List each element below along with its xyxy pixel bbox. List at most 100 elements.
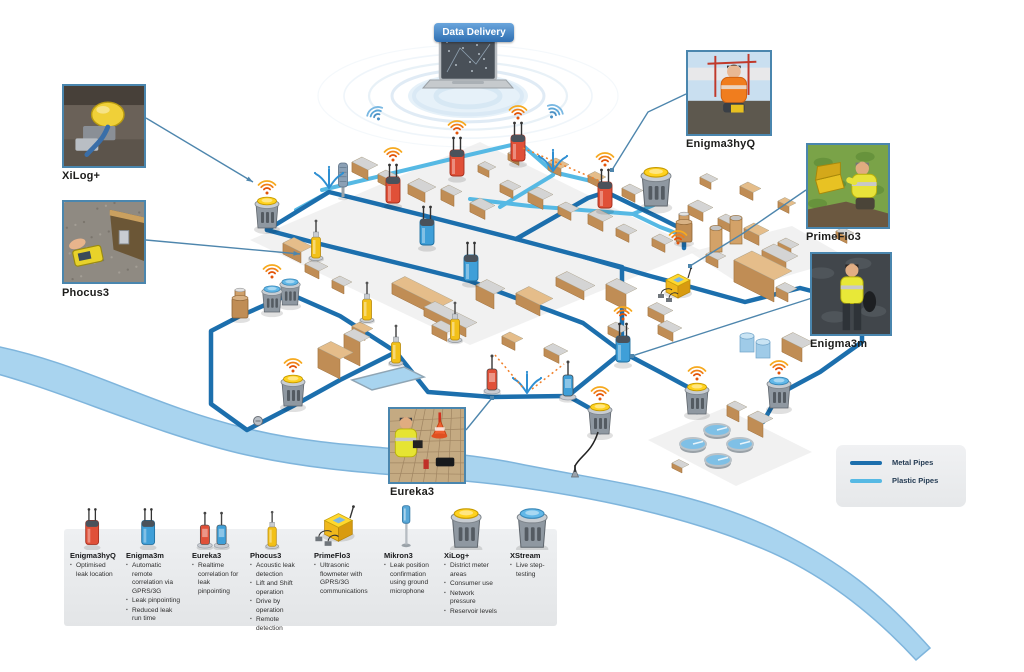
enigma3m-field-photo	[812, 254, 890, 334]
wifi-signal-icon	[262, 264, 282, 279]
photo-label-xilog: XiLog+	[62, 170, 101, 182]
product-feature: Consumer use	[444, 580, 501, 589]
product-feature: Realtime correlation for leak pinpointin…	[192, 562, 241, 596]
primeflo-box-icon	[658, 266, 693, 302]
wifi-signal-icon	[283, 358, 303, 373]
mikron-stick-icon	[401, 505, 411, 548]
product-feature-list: Leak position confirmation using ground …	[384, 562, 435, 596]
pipe-swatch	[850, 478, 882, 483]
product-legend-item-eureka3: Eureka3 Realtime correlation for leak pi…	[186, 511, 244, 597]
product-feature-list: Acoustic leak detectionLift and Shift op…	[250, 562, 305, 634]
leak-spray-icon	[537, 148, 569, 172]
product-legend-item-primeflo3: PrimeFlo3 Ultrasonic flowmeter with GPRS…	[308, 505, 378, 597]
wifi-signal-blue-icon	[366, 106, 384, 121]
product-name: XStream	[510, 551, 541, 560]
enigma-red-icon	[596, 168, 614, 215]
mikron-pole-icon	[338, 162, 348, 201]
xilog-canister-icon	[684, 382, 710, 421]
xilog-canister-icon	[254, 196, 280, 235]
photo-label-eureka3: Eureka3	[390, 486, 435, 498]
product-feature-list: Automatic remote correlation via GPRS/3G…	[126, 562, 183, 624]
phocus-stick-icon	[388, 324, 404, 368]
wifi-signal-icon	[595, 152, 615, 167]
pipes-legend-row: Metal Pipes	[850, 458, 966, 467]
xilog-canister-icon	[280, 374, 306, 413]
enigma-red-icon	[448, 136, 466, 183]
product-legend-item-enigma3m: Enigma3m Automatic remote correlation vi…	[120, 508, 186, 625]
photo-label-phocus3: Phocus3	[62, 287, 110, 299]
product-legend-item-xilog: XiLog+ District meter areasConsumer useN…	[438, 508, 504, 617]
data-delivery-banner: Data Delivery	[434, 23, 514, 42]
photo-connectors	[145, 93, 813, 431]
correlation-dotted-link	[531, 363, 565, 390]
eureka-red-icon	[483, 354, 501, 397]
enigma-blue-icon	[139, 508, 157, 550]
product-feature: Lift and Shift operation	[250, 580, 305, 597]
xilog-field-photo	[64, 86, 144, 166]
eureka-blue-icon	[559, 360, 577, 403]
product-feature: Remote detection	[250, 616, 305, 633]
product-feature-list: District meter areasConsumer useNetwork …	[444, 562, 501, 616]
product-legend-item-xstream: XStream Live step-testing	[504, 508, 554, 580]
wifi-signal-icon	[668, 230, 688, 245]
xstream-canister-icon	[278, 278, 302, 311]
hydrant-icon	[674, 211, 694, 247]
product-feature: Live step-testing	[510, 562, 551, 579]
eureka3-field-photo	[390, 409, 464, 482]
photo-label-enigma3hyq: Enigma3hyQ	[686, 138, 756, 150]
phocus-stick-icon	[359, 281, 375, 325]
product-feature: Acoustic leak detection	[250, 562, 305, 579]
product-name: Mikron3	[384, 551, 413, 560]
product-legend-item-enigma3hyq: Enigma3hyQ Optimised leak location	[64, 508, 120, 580]
product-feature: Optimised leak location	[70, 562, 117, 579]
xilog-canister-icon	[449, 508, 483, 550]
data-delivery-hub	[317, 34, 619, 148]
wifi-signal-icon	[613, 306, 633, 321]
wifi-signal-icon	[687, 366, 707, 381]
product-legend-item-mikron3: Mikron3 Leak position confirmation using…	[378, 505, 438, 597]
xilog-canister-icon	[639, 166, 673, 214]
river	[0, 346, 932, 662]
phocus-stick-icon	[447, 301, 463, 345]
product-feature-list: Live step-testing	[510, 562, 551, 579]
enigma-red-icon	[384, 163, 402, 210]
xstream-canister-icon	[515, 508, 549, 550]
product-feature: Network pressure	[444, 590, 501, 607]
data-delivery-label: Data Delivery	[442, 27, 506, 38]
xilog-canister-icon	[587, 402, 613, 441]
phocus-stick-icon	[264, 510, 280, 550]
product-feature-list: Optimised leak location	[70, 562, 117, 579]
intake-channel	[349, 366, 427, 391]
wifi-signal-icon	[257, 180, 277, 195]
wifi-signal-icon	[508, 105, 528, 120]
pipe-swatch	[850, 460, 882, 465]
wifi-signal-icon	[769, 360, 789, 375]
wifi-signal-icon	[447, 120, 467, 135]
correlation-dotted-link	[522, 147, 601, 182]
xstream-canister-icon	[260, 285, 284, 318]
product-name: PrimeFlo3	[314, 551, 351, 560]
enigma-blue-icon	[462, 241, 480, 288]
primeflo3-field-photo	[808, 145, 888, 227]
phocus3-field-photo	[64, 202, 144, 282]
photo-phocus3	[62, 200, 146, 284]
product-name: Enigma3m	[126, 551, 164, 560]
photo-xilog	[62, 84, 146, 168]
pump-icon	[253, 416, 263, 426]
leak-spray-icon	[511, 370, 543, 394]
enigma-blue-icon	[418, 205, 436, 252]
product-name: Enigma3hyQ	[70, 551, 116, 560]
product-feature: Automatic remote correlation via GPRS/3G	[126, 562, 183, 596]
enigma-red-icon	[509, 121, 527, 168]
product-legend-band: Enigma3hyQ Optimised leak location Enigm…	[64, 505, 557, 632]
enigma-red-icon	[83, 508, 101, 550]
pipe-legend-label: Metal Pipes	[892, 458, 934, 467]
photo-enigma3hyq	[686, 50, 772, 136]
product-feature: Reservoir levels	[444, 608, 501, 617]
pipe-legend-label: Plastic Pipes	[892, 476, 939, 485]
leak-effects	[313, 147, 601, 472]
wifi-signal-icon	[590, 386, 610, 401]
enigma3hyq-field-photo	[688, 52, 770, 134]
